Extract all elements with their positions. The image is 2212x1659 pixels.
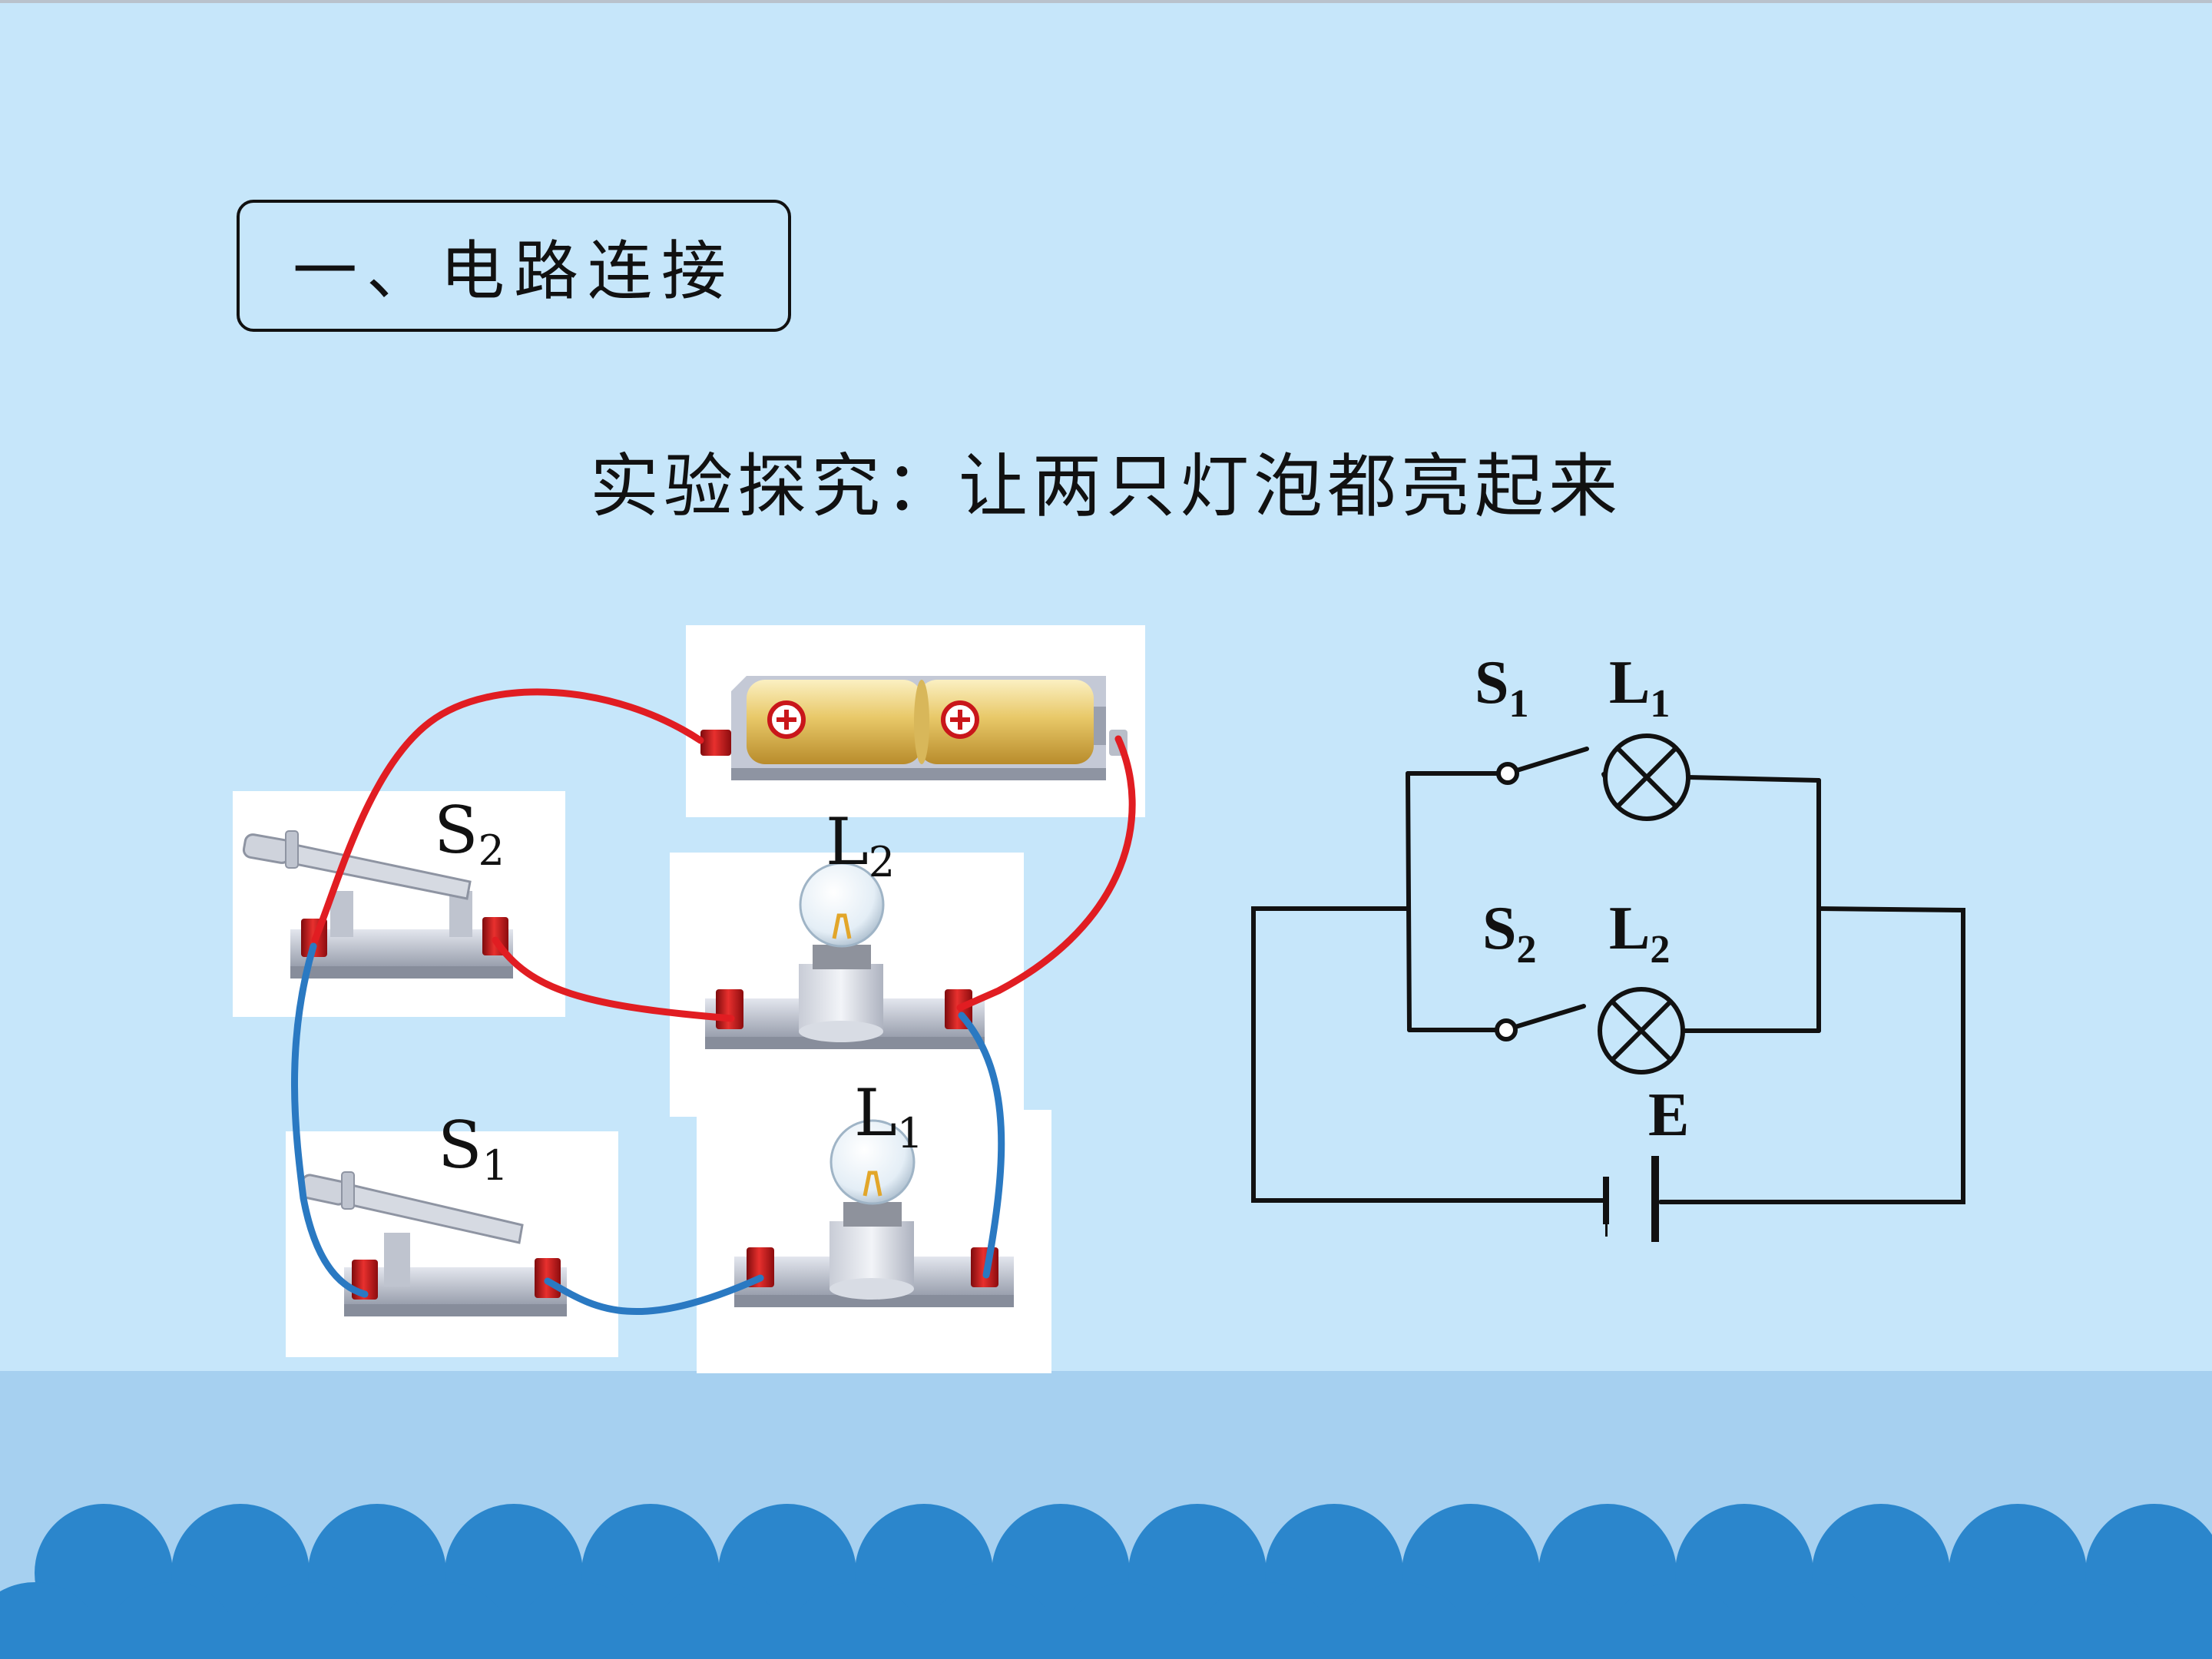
section-heading: 一、电路连接 [292, 233, 735, 309]
switch-contact [1496, 762, 1519, 785]
blue-wire [544, 1274, 764, 1315]
label-l1: L1 [854, 1075, 923, 1157]
switch-contact [1495, 1018, 1518, 1041]
switch-s1 [299, 1171, 567, 1316]
wave-base [0, 1613, 2212, 1659]
schem-label-s1: S1 [1475, 649, 1529, 726]
experiment-title: 实验探究：让两只灯泡都亮起来 [590, 446, 1622, 527]
battery-symbol [1603, 1156, 1659, 1242]
label-l2: L2 [826, 804, 895, 886]
schem-label-e: E [1648, 1081, 1689, 1149]
bulb [830, 1119, 916, 1205]
circuit-schematic [1251, 733, 1965, 1204]
switch-s1-panel [286, 1131, 618, 1357]
red-wire [956, 735, 1136, 1012]
battery-cell-1 [747, 680, 922, 764]
blue-wire [958, 1012, 1005, 1279]
lamp-l2 [705, 862, 985, 1049]
section-heading-box: 一、电路连接 [237, 200, 791, 332]
terminal [716, 989, 743, 1029]
switch-s2-lever [1513, 1004, 1586, 1029]
label-s1: S1 [438, 1108, 508, 1190]
lamp-l1 [734, 1119, 1014, 1307]
top-border [0, 0, 2212, 3]
blue-wire [291, 942, 369, 1298]
bulb [799, 862, 885, 948]
terminal [747, 1247, 774, 1287]
label-s2: S2 [434, 793, 505, 875]
schem-label-l2: L2 [1609, 895, 1670, 972]
schem-label-s2: S2 [1482, 895, 1537, 972]
switch-s2-panel [233, 791, 565, 1017]
wave-decoration [0, 1504, 2212, 1659]
battery-terminal [700, 730, 731, 756]
switch-s2 [242, 830, 513, 979]
schem-label-l1: L1 [1609, 649, 1670, 726]
red-wire [311, 688, 704, 944]
battery-holder [700, 676, 1128, 780]
switch-s1-lever [1515, 747, 1589, 773]
red-wire [492, 936, 735, 1022]
wires [291, 688, 1136, 1315]
